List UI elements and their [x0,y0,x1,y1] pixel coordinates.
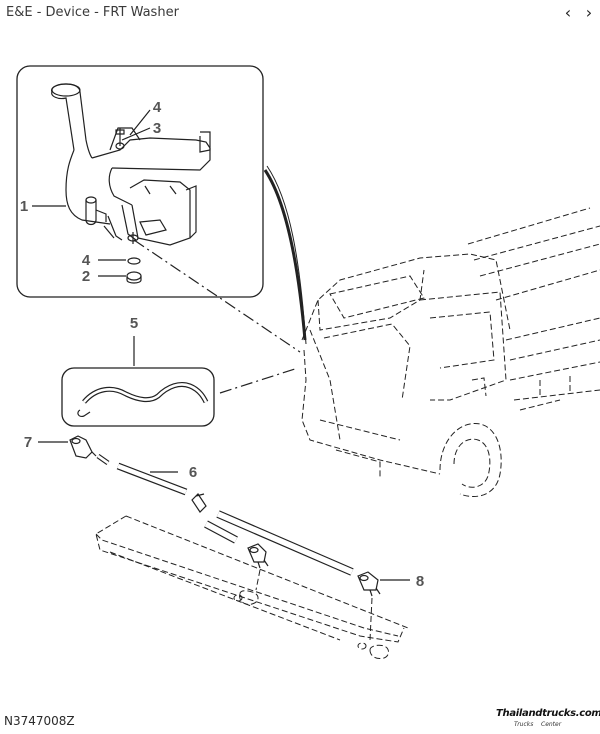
callout-4-top: 4 [153,99,162,116]
hose-inset-box [61,367,215,427]
callout-7: 7 [24,434,32,451]
truck-outline-drawing [301,207,600,497]
washer-reservoir-drawing [51,83,211,246]
cowl-panel-drawing [95,515,409,659]
reservoir-inset-box [16,65,264,298]
dashdot-leader-1 [133,239,301,353]
chevron-right-icon[interactable]: › [585,3,593,22]
callout-8: 8 [416,573,424,590]
diagram-code: N3747008Z [4,714,75,728]
logo-subtext-trucks: Trucks [514,721,534,728]
callout-1: 1 [20,198,28,215]
callout-5: 5 [130,315,138,332]
callout-6: 6 [189,464,197,481]
page-title: E&E - Device - FRT Washer [6,5,179,20]
nozzle-part-8 [357,571,379,591]
dashdot-leader-2 [219,367,299,394]
nut-part-2 [126,271,142,281]
callout-2: 2 [82,268,90,285]
callout-3: 3 [153,120,161,137]
chevron-left-icon[interactable]: ‹ [564,3,572,22]
logo-text: Thailandtrucks.com [496,708,600,719]
washer-part-4 [127,257,141,265]
site-logo: Thailandtrucks.com Trucks Center [496,708,600,734]
callout-4-bottom: 4 [82,252,91,269]
header-bar: E&E - Device - FRT Washer ‹ › [0,0,600,26]
connector-arrow [263,169,307,341]
nozzle-middle [247,543,267,563]
tee-joint [191,493,207,513]
logo-subtext-center: Center [541,721,562,728]
